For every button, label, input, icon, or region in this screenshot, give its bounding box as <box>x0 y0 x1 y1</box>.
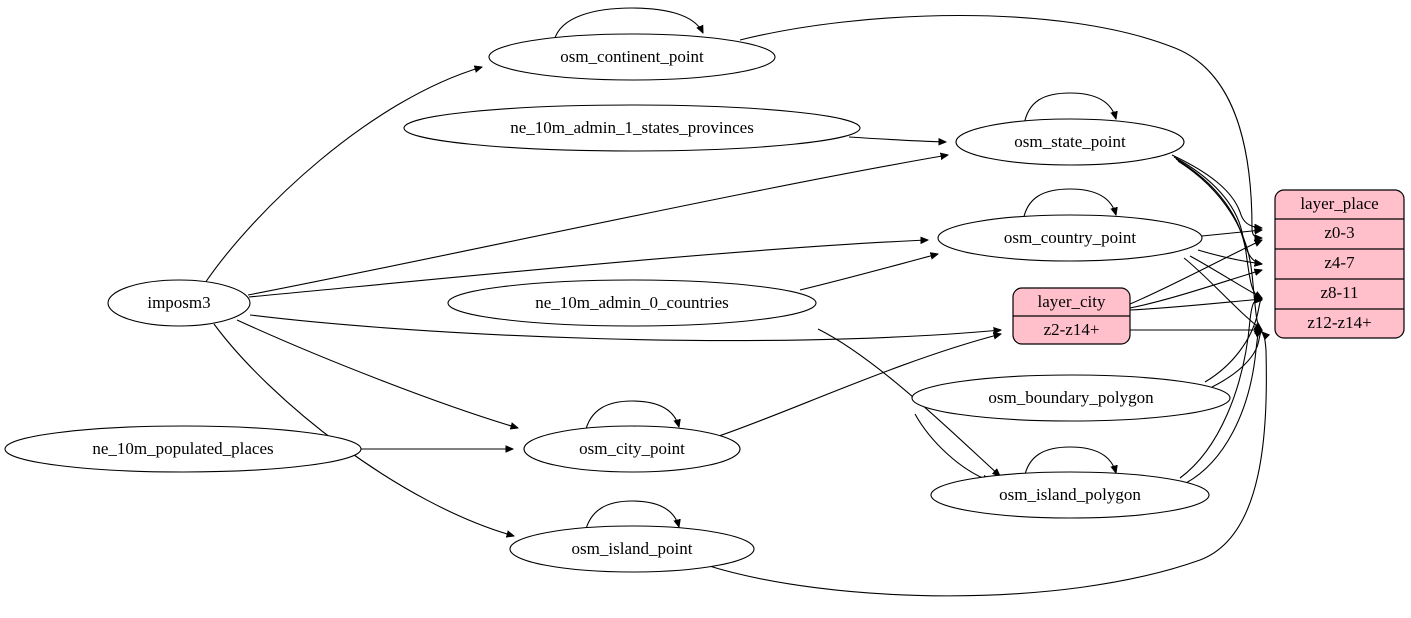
record-node-layer_place[interactable]: layer_place z0-3 z4-7 z8-11 z12-z14+ <box>1274 189 1405 339</box>
node-layer: imposm3 osm_continent_point ne_10m_admin… <box>4 33 1231 573</box>
node-shape-ne_10m_admin_1_states_provinces <box>403 104 861 152</box>
edge-osm_state_point-to-layer_place-z4-7 <box>1173 156 1262 264</box>
edge-self-loop-osm_continent_point <box>553 7 703 42</box>
edge-osm_state_point-to-layer_place-z0-3 <box>1171 154 1262 228</box>
node-shape-osm_island_polygon <box>930 471 1210 519</box>
edge-imposm3-to-osm_country_point <box>248 240 928 298</box>
node-shape-osm_boundary_polygon <box>911 374 1231 422</box>
node-label-imposm3: imposm3 <box>147 293 210 312</box>
edge-self-loop-osm_island_polygon <box>1023 446 1116 480</box>
record-node-layer_city[interactable]: layer_city z2-z14+ <box>1012 287 1131 345</box>
node-label-ne_10m_admin_0_countries: ne_10m_admin_0_countries <box>535 293 729 312</box>
record-row-layer_city-z2-z14: z2-z14+ <box>1044 320 1100 339</box>
edge-layer_city-to-layer_place-z0-3 <box>1129 240 1262 305</box>
edge-osm_state_point-to-layer_place-z12-z14 <box>1177 160 1262 330</box>
edge-layer_city-to-layer_place-z8-11 <box>1129 299 1262 311</box>
edge-osm_country_point-to-layer_place-z12-z14 <box>1183 257 1262 330</box>
edge-osm_continent_point-to-layer_place <box>739 14 1262 239</box>
record-header-layer_city: layer_city <box>1038 292 1106 311</box>
node-osm_island_polygon[interactable]: osm_island_polygon <box>930 471 1210 519</box>
node-osm_continent_point[interactable]: osm_continent_point <box>488 33 776 81</box>
node-label-ne_10m_populated_places: ne_10m_populated_places <box>92 439 273 458</box>
edge-osm_island_polygon-to-layer_place-z8-11 <box>1179 299 1262 479</box>
record-row-layer_place-z12-z14: z12-z14+ <box>1307 313 1371 332</box>
node-label-osm_island_point: osm_island_point <box>572 539 693 558</box>
record-box-layer_place <box>1274 189 1405 339</box>
edge-osm_country_point-to-layer_place-z0-3 <box>1201 230 1262 237</box>
node-label-osm_city_point: osm_city_point <box>579 439 685 458</box>
edge-self-loop-osm_country_point <box>1022 188 1116 222</box>
edge-imposm3-to-osm_continent_point <box>204 67 482 284</box>
node-label-ne_10m_admin_1_states_provinces: ne_10m_admin_1_states_provinces <box>510 118 754 137</box>
record-row-layer_place-z4-7: z4-7 <box>1324 253 1355 272</box>
edge-imposm3-to-osm_state_point <box>247 155 948 296</box>
node-osm_city_point[interactable]: osm_city_point <box>523 425 741 473</box>
node-osm_island_point[interactable]: osm_island_point <box>509 525 755 573</box>
edge-osm_island_point-to-layer_place <box>705 332 1266 597</box>
node-osm_country_point[interactable]: osm_country_point <box>937 214 1203 262</box>
node-label-osm_island_polygon: osm_island_polygon <box>999 485 1141 504</box>
node-shape-osm_island_point <box>509 525 755 573</box>
node-osm_boundary_polygon[interactable]: osm_boundary_polygon <box>911 374 1231 422</box>
record-row-layer_place-z8-11: z8-11 <box>1320 283 1358 302</box>
node-shape-osm_country_point <box>937 214 1203 262</box>
edge-imposm3-to-layer_city <box>249 314 1001 342</box>
edge-ne_10m_admin_1_states_provinces-to-osm_state_point <box>848 136 946 142</box>
node-ne_10m_admin_1_states_provinces[interactable]: ne_10m_admin_1_states_provinces <box>403 104 861 152</box>
node-shape-osm_state_point <box>955 118 1185 166</box>
node-imposm3[interactable]: imposm3 <box>107 279 251 327</box>
node-shape-ne_10m_admin_0_countries <box>447 279 817 327</box>
node-osm_state_point[interactable]: osm_state_point <box>955 118 1185 166</box>
record-node-layer: layer_city z2-z14+ layer_place z0-3 z4-7… <box>1012 189 1405 345</box>
edge-osm_island_polygon-to-layer_place-z12-z14 <box>1185 330 1262 484</box>
edge-layer_city-to-layer_place-z4-7 <box>1129 270 1262 309</box>
edge-imposm3-to-osm_city_point <box>236 319 518 428</box>
node-shape-ne_10m_populated_places <box>4 425 362 473</box>
node-shape-osm_continent_point <box>488 33 776 81</box>
node-label-osm_state_point: osm_state_point <box>1014 132 1126 151</box>
edge-osm_city_point-to-layer_city <box>715 334 1001 438</box>
node-label-osm_boundary_polygon: osm_boundary_polygon <box>988 388 1154 407</box>
node-label-osm_country_point: osm_country_point <box>1004 228 1136 247</box>
node-ne_10m_populated_places[interactable]: ne_10m_populated_places <box>4 425 362 473</box>
edge-self-loop-osm_state_point <box>1023 92 1116 126</box>
edge-osm_country_point-to-layer_place-z8-11 <box>1189 255 1262 298</box>
edge-osm_country_point-to-layer_place-z4-7 <box>1197 249 1262 264</box>
node-label-osm_continent_point: osm_continent_point <box>560 47 704 66</box>
node-shape-imposm3 <box>107 279 251 327</box>
record-header-layer_place: layer_place <box>1300 194 1378 213</box>
record-row-layer_place-z0-3: z0-3 <box>1324 223 1354 242</box>
node-shape-osm_city_point <box>523 425 741 473</box>
edge-self-loop-osm_island_point <box>584 500 679 534</box>
edge-ne_10m_admin_0_countries-to-osm_country_point <box>799 254 938 291</box>
edge-self-loop-osm_city_point <box>584 400 679 434</box>
node-ne_10m_admin_0_countries[interactable]: ne_10m_admin_0_countries <box>447 279 817 327</box>
edge-osm_boundary_polygon-to-osm_island_polygon <box>914 413 990 481</box>
